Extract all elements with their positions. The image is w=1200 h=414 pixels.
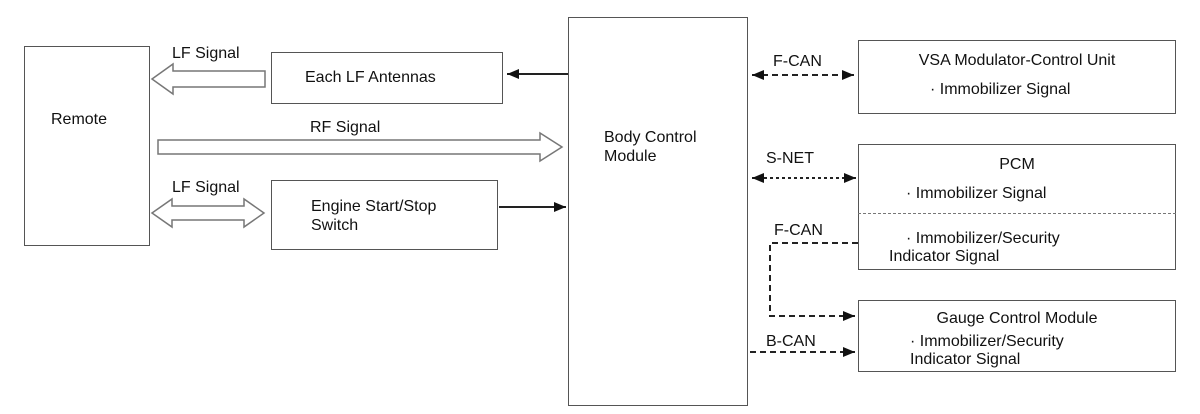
pcm-box bbox=[858, 144, 1176, 270]
lf-signal-bottom-label: LF Signal bbox=[172, 179, 240, 196]
rf-signal-label: RF Signal bbox=[310, 119, 381, 136]
pcm-signal-2-line1: · Immobilizer/Security bbox=[906, 230, 1060, 247]
pcm-title: PCM bbox=[999, 156, 1035, 173]
lf-signal-top-arrow bbox=[150, 62, 266, 96]
gauge-control-module-box bbox=[858, 300, 1176, 372]
remote-label: Remote bbox=[51, 111, 108, 128]
snet-label: S-NET bbox=[766, 150, 814, 167]
vsa-modulator-box bbox=[858, 40, 1176, 114]
fcan-gauge-label: F-CAN bbox=[774, 222, 823, 239]
remote-box bbox=[24, 46, 150, 246]
gauge-signal-line1: · Immobilizer/Security bbox=[910, 333, 1064, 350]
gauge-title: Gauge Control Module bbox=[936, 310, 1098, 327]
body-control-module-box bbox=[568, 17, 748, 406]
fcan-vsa-label: F-CAN bbox=[773, 53, 822, 70]
lf-signal-bottom-arrow bbox=[150, 197, 266, 229]
start-switch-label-line2: Switch bbox=[311, 217, 359, 234]
bcan-label: B-CAN bbox=[766, 333, 816, 350]
gauge-signal-line2: Indicator Signal bbox=[910, 351, 1021, 368]
bcm-label-line1: Body Control bbox=[604, 129, 697, 146]
lf-antennas-label: Each LF Antennas bbox=[305, 69, 436, 86]
lf-antennas-box bbox=[271, 52, 503, 104]
vsa-title: VSA Modulator-Control Unit bbox=[918, 52, 1116, 69]
lf-signal-top-label: LF Signal bbox=[172, 45, 240, 62]
start-switch-label-line1: Engine Start/Stop bbox=[311, 198, 437, 215]
bcm-label-line2: Module bbox=[604, 148, 657, 165]
pcm-divider bbox=[858, 213, 1176, 214]
pcm-signal-2-line2: Indicator Signal bbox=[889, 248, 1000, 265]
pcm-signal-1: · Immobilizer Signal bbox=[906, 185, 1047, 202]
engine-start-stop-switch-box bbox=[271, 180, 498, 250]
rf-signal-arrow bbox=[157, 131, 564, 163]
vsa-signal: · Immobilizer Signal bbox=[930, 81, 1071, 98]
fcan-gauge-arrow bbox=[769, 242, 858, 321]
